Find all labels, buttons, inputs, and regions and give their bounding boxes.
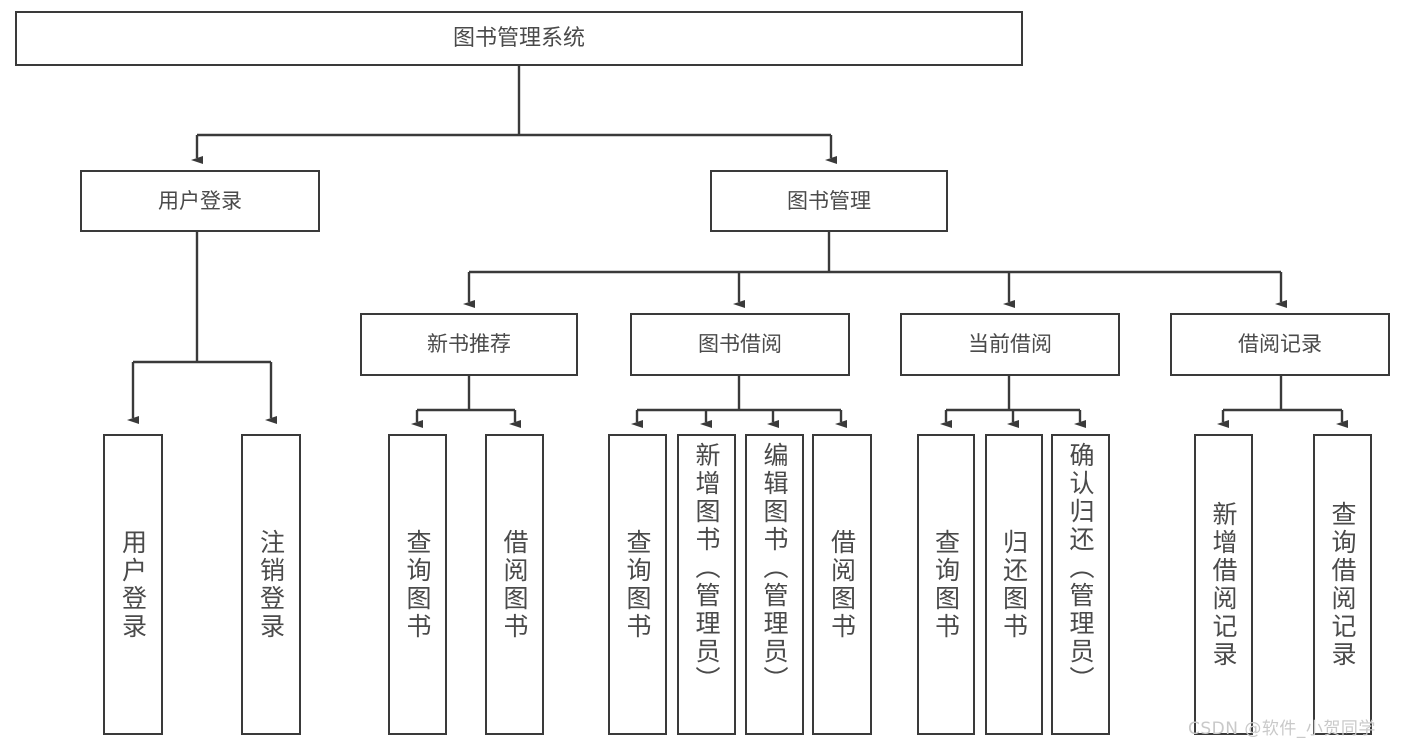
leaf-label: 注销登录 — [256, 528, 286, 641]
leaf-user-login-signout[interactable]: 注销登录 — [241, 434, 301, 735]
node-root-label: 图书管理系统 — [452, 25, 585, 51]
node-book-borrow-label: 图书借阅 — [698, 332, 782, 357]
node-new-book-recommend-label: 新书推荐 — [427, 332, 511, 357]
leaf-label: 查询借阅记录 — [1328, 500, 1357, 669]
node-book-borrow[interactable]: 图书借阅 — [630, 313, 850, 376]
leaf-label: 查询图书 — [403, 528, 432, 641]
leaf-label: 新增借阅记录 — [1209, 500, 1238, 669]
node-book-management-label: 图书管理 — [787, 188, 871, 213]
leaf-current-search-book[interactable]: 查询图书 — [917, 434, 975, 735]
leaf-label: 查询图书 — [623, 528, 652, 641]
node-book-management[interactable]: 图书管理 — [710, 170, 948, 232]
leaf-label: 确认归还（管理员） — [1066, 442, 1095, 694]
leaf-label: 用户登录 — [118, 528, 148, 641]
leaf-recommend-borrow-book[interactable]: 借阅图书 — [485, 434, 544, 735]
leaf-label: 借阅图书 — [827, 528, 857, 641]
node-current-borrow-label: 当前借阅 — [968, 332, 1052, 357]
leaf-borrow-borrow-book[interactable]: 借阅图书 — [812, 434, 872, 735]
node-borrow-record-label: 借阅记录 — [1238, 332, 1322, 357]
leaf-user-login-signin[interactable]: 用户登录 — [103, 434, 163, 735]
node-root[interactable]: 图书管理系统 — [15, 11, 1023, 66]
leaf-label: 编辑图书（管理员） — [760, 442, 789, 694]
node-current-borrow[interactable]: 当前借阅 — [900, 313, 1120, 376]
leaf-borrow-edit-book-admin[interactable]: 编辑图书（管理员） — [745, 434, 804, 735]
leaf-recommend-search-book[interactable]: 查询图书 — [388, 434, 447, 735]
node-new-book-recommend[interactable]: 新书推荐 — [360, 313, 578, 376]
leaf-record-search-record[interactable]: 查询借阅记录 — [1313, 434, 1372, 735]
leaf-record-add-record[interactable]: 新增借阅记录 — [1194, 434, 1253, 735]
leaf-current-confirm-return-admin[interactable]: 确认归还（管理员） — [1051, 434, 1110, 735]
leaf-label: 归还图书 — [999, 528, 1029, 641]
node-user-login-label: 用户登录 — [158, 188, 242, 213]
leaf-current-return-book[interactable]: 归还图书 — [985, 434, 1043, 735]
leaf-label: 查询图书 — [931, 528, 961, 641]
leaf-borrow-add-book-admin[interactable]: 新增图书（管理员） — [677, 434, 736, 735]
leaf-label: 新增图书（管理员） — [692, 442, 721, 694]
leaf-label: 借阅图书 — [500, 528, 529, 641]
node-borrow-record[interactable]: 借阅记录 — [1170, 313, 1390, 376]
leaf-borrow-search-book[interactable]: 查询图书 — [608, 434, 667, 735]
node-user-login[interactable]: 用户登录 — [80, 170, 320, 232]
